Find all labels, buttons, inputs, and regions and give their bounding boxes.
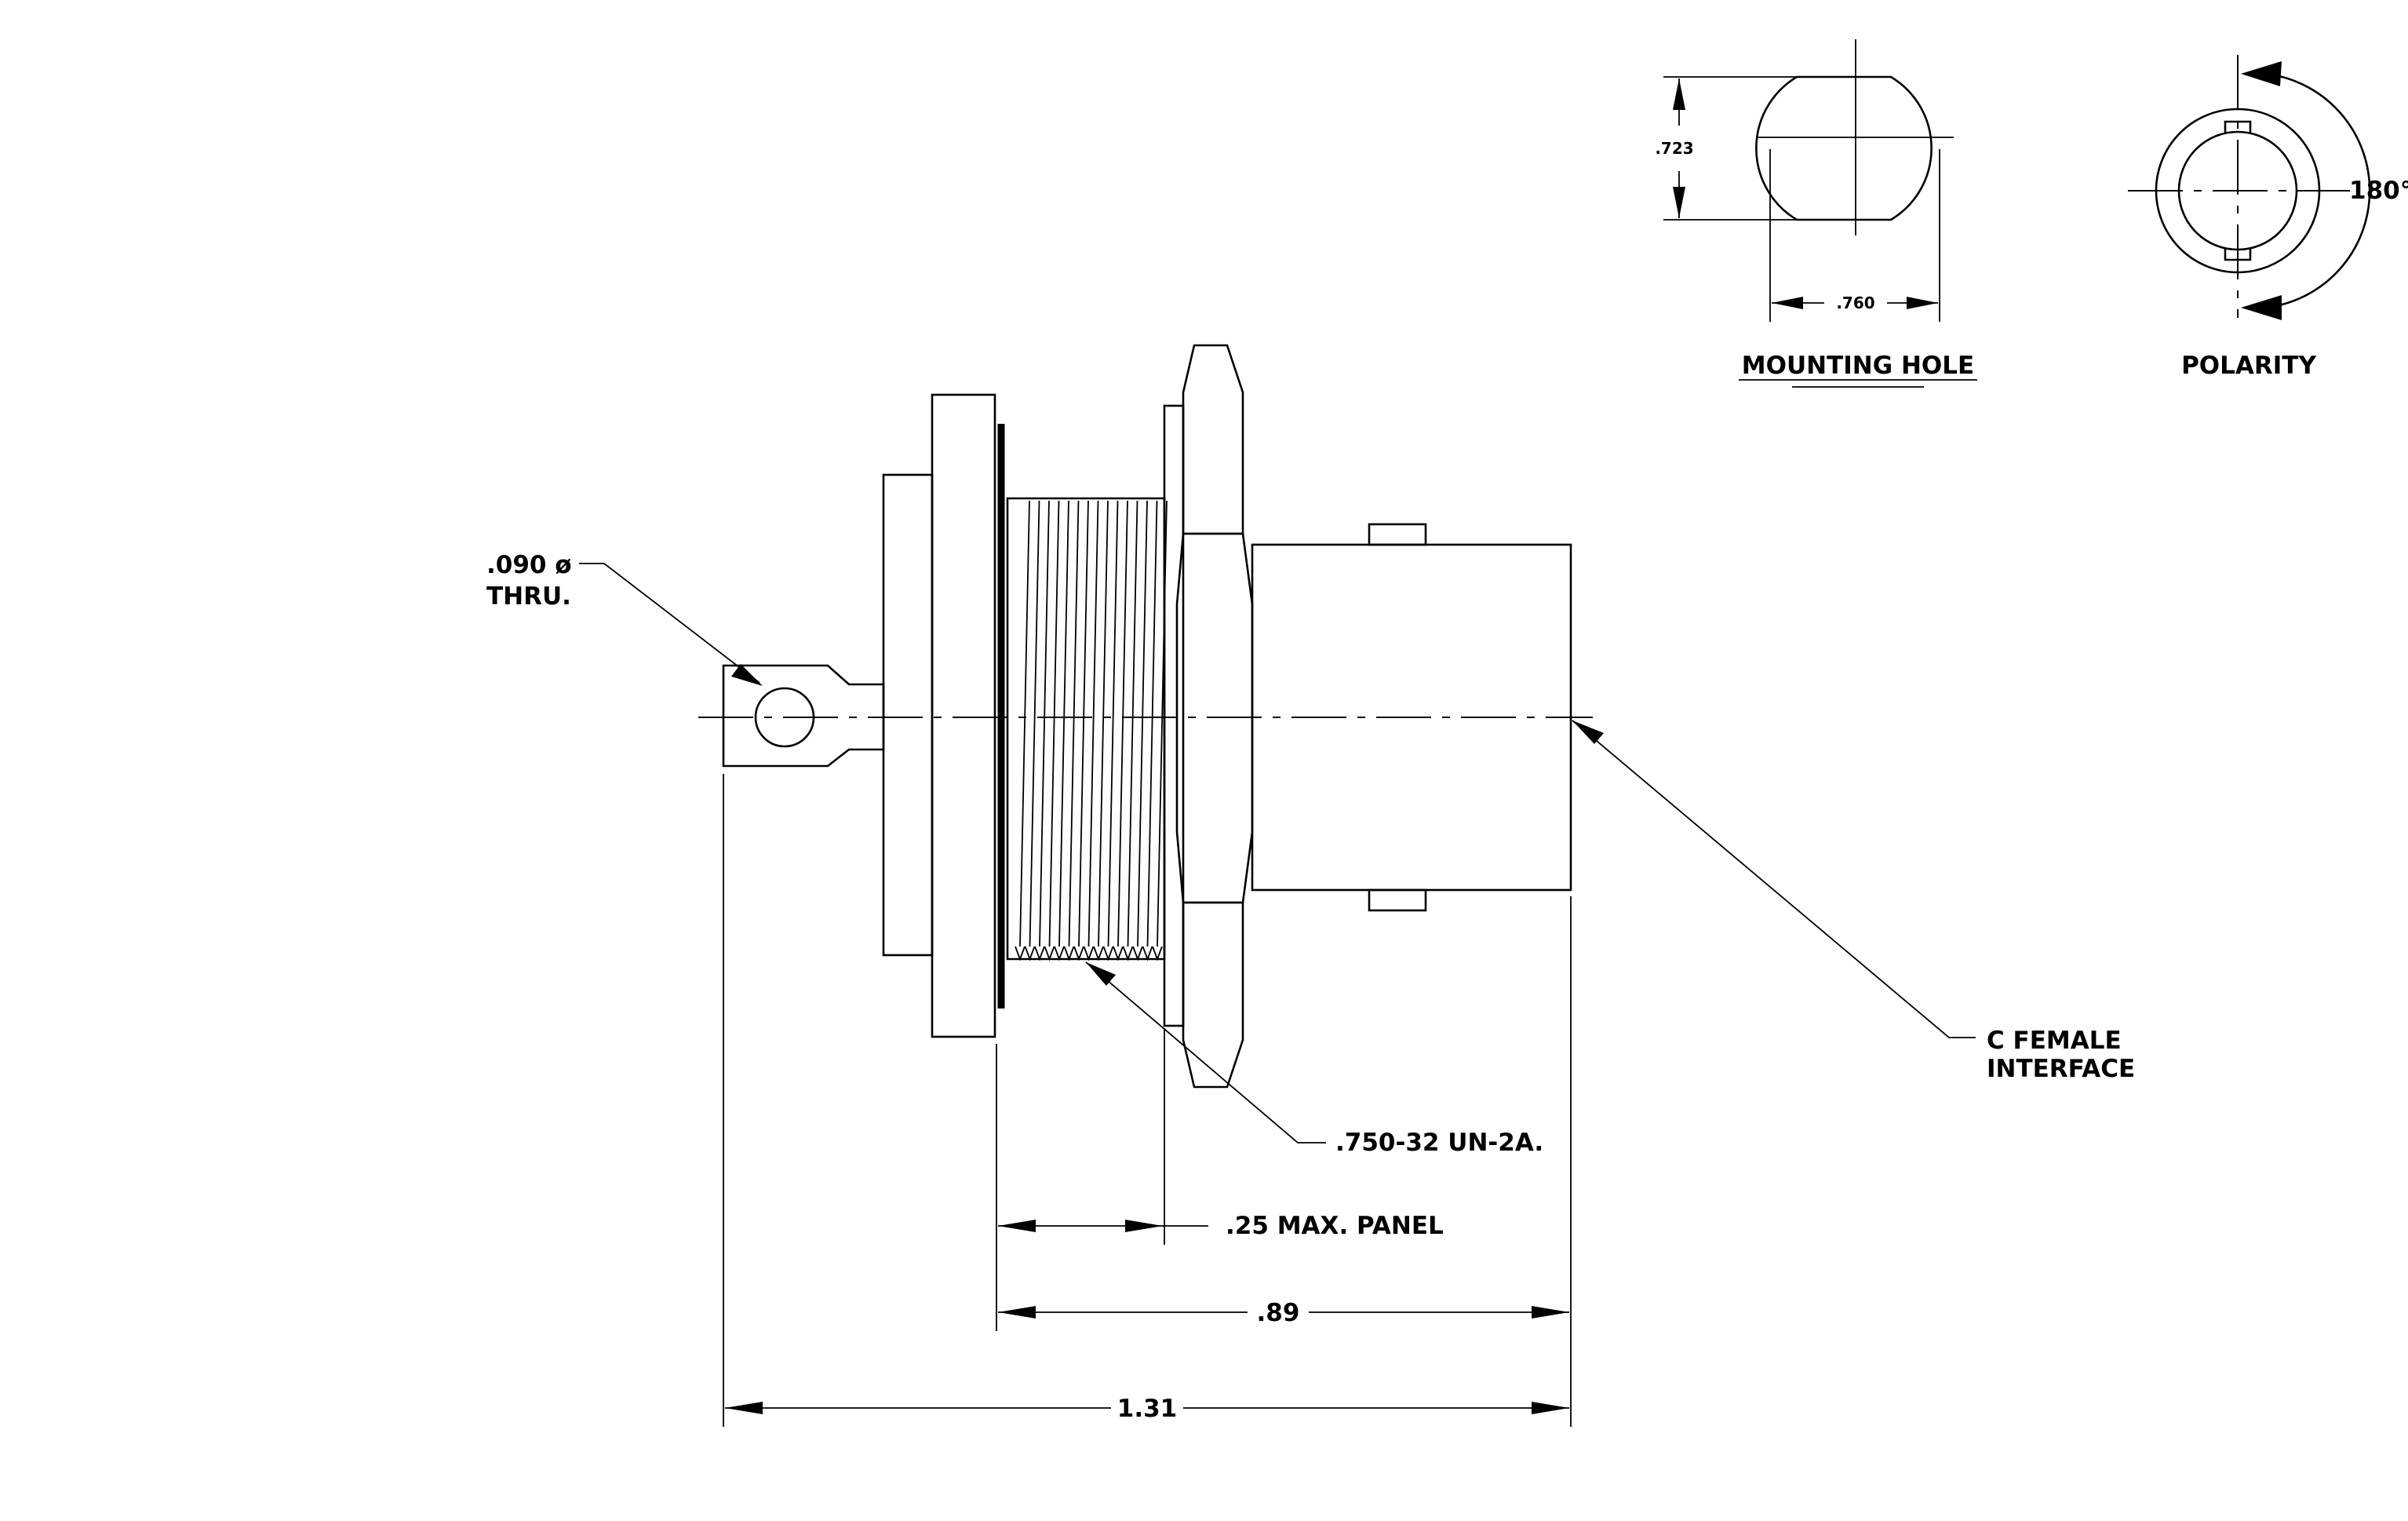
thread-tooth (1102, 946, 1114, 961)
thread-tooth (1044, 946, 1055, 961)
mounting-hole-view: .723 .760 MOUNTING HOLE (1655, 39, 1977, 388)
dim-089-label: .89 (1257, 1299, 1300, 1327)
thread-tooth (1024, 946, 1036, 961)
thread-tooth (1122, 946, 1134, 961)
hole-width-arrow-right (1907, 297, 1938, 309)
polarity-angle-label: 180° (2349, 177, 2408, 205)
thread-line (1098, 500, 1109, 947)
bayonet-pin-bottom (1368, 888, 1427, 912)
thread-line (1048, 500, 1060, 947)
lock-washer (1163, 404, 1185, 1027)
panel-arrow-right (1125, 1220, 1163, 1232)
interface-label-1: C FEMALE (1987, 1027, 2122, 1055)
hole-thru-label: THRU. (486, 582, 571, 611)
thread-line (1087, 500, 1099, 947)
hole-dia-arrow (731, 664, 763, 686)
dim-131-label: 1.31 (1117, 1395, 1178, 1423)
thread-tooth (1113, 946, 1124, 961)
thread-tooth (1132, 946, 1143, 961)
thread-lines (1015, 500, 1168, 961)
thread-tooth (1093, 946, 1104, 961)
hex-nut-bottom (1182, 901, 1244, 1089)
interface-leader (1572, 720, 1976, 1038)
polarity-arrow-bottom (2241, 295, 2282, 320)
hole-dia-label: .090 ø (486, 551, 572, 579)
thread-line (1137, 500, 1148, 947)
thread-line (1107, 500, 1119, 947)
thread-tooth (1034, 946, 1045, 961)
thread-tooth (1073, 946, 1084, 961)
annotations: .090 ø THRU. C FEMALE INTERFACE .750-32 … (486, 551, 2135, 1427)
polarity-view: 180° POLARITY (2128, 55, 2408, 380)
thread-line (1019, 500, 1030, 947)
dim-131-arrow-right (1532, 1402, 1569, 1414)
thread-tooth (1015, 946, 1025, 961)
thread-tooth (1083, 946, 1095, 961)
thread-line (1039, 500, 1050, 947)
panel-label: .25 MAX. PANEL (1226, 1212, 1444, 1240)
hole-height-label: .723 (1655, 139, 1693, 158)
hole-width-arrow-left (1772, 297, 1803, 309)
thread-line (1078, 500, 1089, 947)
panel-arrow-left (998, 1220, 1036, 1232)
interface-label-2: INTERFACE (1987, 1055, 2135, 1083)
thread-tooth (1063, 946, 1075, 961)
thread-line (1127, 500, 1138, 947)
d-hole-outline (1755, 75, 1933, 221)
thread-arrow (1086, 962, 1116, 986)
interface-arrow (1572, 720, 1604, 744)
thread-line (1029, 500, 1040, 947)
polarity-angle-arc (2275, 74, 2371, 308)
hole-height-arrow-top (1673, 78, 1685, 110)
thread-label: .750-32 UN-2A. (1335, 1129, 1543, 1157)
mounting-hole-title: MOUNTING HOLE (1742, 352, 1974, 380)
thread-line (1068, 500, 1080, 947)
thread-line (1117, 500, 1128, 947)
hole-height-arrow-bottom (1673, 187, 1685, 218)
rear-body (882, 473, 934, 957)
polarity-title: POLARITY (2181, 352, 2316, 380)
dim-089-arrow-right (1532, 1306, 1569, 1319)
hole-width-label: .760 (1836, 294, 1874, 312)
thread-tooth (1152, 946, 1163, 961)
hole-dia-leader (579, 563, 760, 684)
flange (931, 393, 996, 1038)
thread-tooth (1142, 946, 1153, 961)
thread-line (1146, 500, 1158, 947)
thread-leader (1085, 961, 1326, 1143)
thread-line (1058, 500, 1069, 947)
hex-nut (1182, 344, 1244, 535)
connector-side-view (698, 344, 1593, 1089)
dim-089-arrow-left (998, 1306, 1036, 1319)
polarity-arrow-top (2241, 61, 2282, 86)
dim-131-arrow-left (725, 1402, 763, 1414)
thread-tooth (1054, 946, 1065, 961)
bayonet-pin-top (1368, 523, 1427, 546)
